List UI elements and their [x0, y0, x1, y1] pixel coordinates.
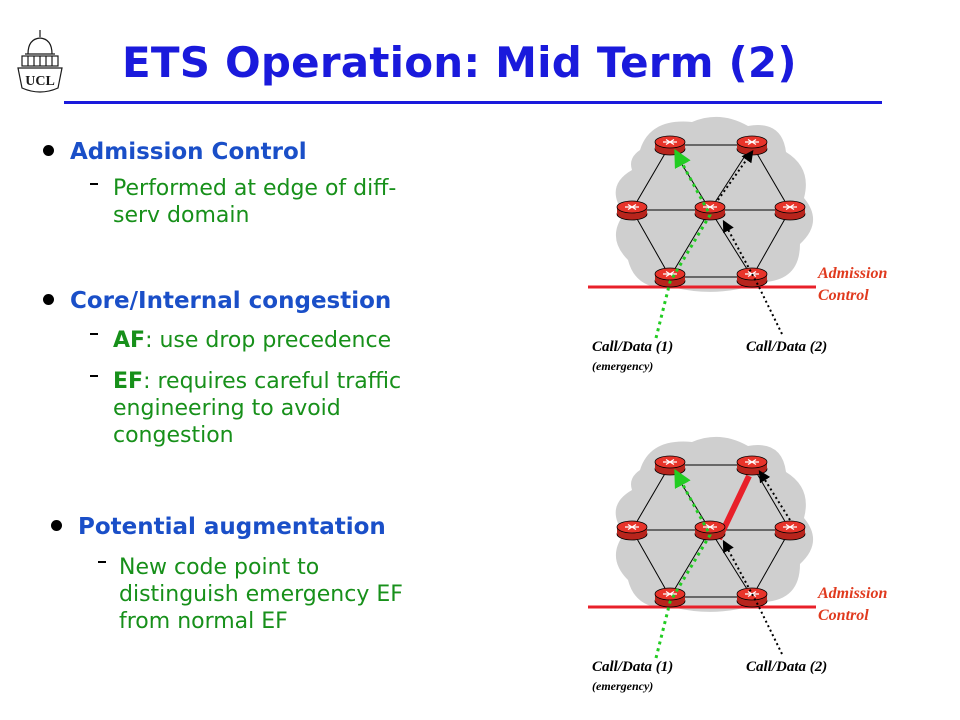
sub-line: engineering to avoid — [113, 396, 341, 421]
sub-line: distinguish emergency EF — [119, 582, 403, 607]
sub-bullet-af: AF: use drop precedence — [113, 327, 391, 354]
sub-bullet-dash — [90, 375, 98, 377]
call-note: (emergency) — [592, 679, 653, 693]
slide-title: ETS Operation: Mid Term (2) — [122, 38, 797, 87]
bullet-heading-augmentation: Potential augmentation — [78, 514, 386, 540]
sub-line: : use drop precedence — [145, 328, 392, 353]
admission-label: Admission — [817, 585, 887, 602]
bullet-dot — [51, 520, 62, 531]
call-label-2: Call/Data (2) — [746, 339, 827, 355]
call-label-1: Call/Data (1) — [592, 659, 673, 675]
admission-label: Control — [818, 607, 869, 624]
sub-bullet-dash — [90, 333, 98, 335]
call-label-2: Call/Data (2) — [746, 659, 827, 675]
bullet-dot — [43, 145, 54, 156]
admission-label: Control — [818, 287, 869, 304]
emergency-path — [654, 148, 712, 339]
sub-line: : requires careful traffic — [143, 369, 402, 394]
sub-bullet-dash — [98, 561, 106, 563]
bullet-dot — [43, 294, 54, 305]
title-underline — [64, 101, 882, 104]
admission-label: Admission — [817, 265, 887, 282]
sub-line: congestion — [113, 423, 234, 448]
logo-text: UCL — [25, 74, 55, 89]
sub-bold: EF — [113, 369, 144, 394]
bullet-heading-core: Core/Internal congestion — [70, 288, 392, 314]
sub-line: from normal EF — [119, 609, 288, 634]
ucl-logo: UCL — [17, 30, 63, 93]
call-label-1: Call/Data (1) — [592, 339, 673, 355]
sub-line: New code point to — [119, 555, 320, 580]
sub-line: serv domain — [113, 203, 250, 228]
diagram-1: Admission Control Call/Data (1) (emergen… — [588, 116, 887, 373]
call-note: (emergency) — [592, 359, 653, 373]
sub-bullet-dash — [90, 183, 98, 185]
sub-bullet-text: New code point to distinguish emergency … — [119, 554, 403, 635]
sub-bullet-ef: EF: requires careful traffic engineering… — [113, 368, 401, 449]
sub-line: Performed at edge of diff- — [113, 176, 397, 201]
diagram-2: Admission Control Call/Data (1) (emergen… — [588, 436, 887, 693]
sub-bullet-text: Performed at edge of diff- serv domain — [113, 175, 396, 229]
emergency-path — [654, 468, 712, 659]
sub-bold: AF — [113, 328, 146, 353]
bullet-heading-admission: Admission Control — [70, 139, 307, 165]
